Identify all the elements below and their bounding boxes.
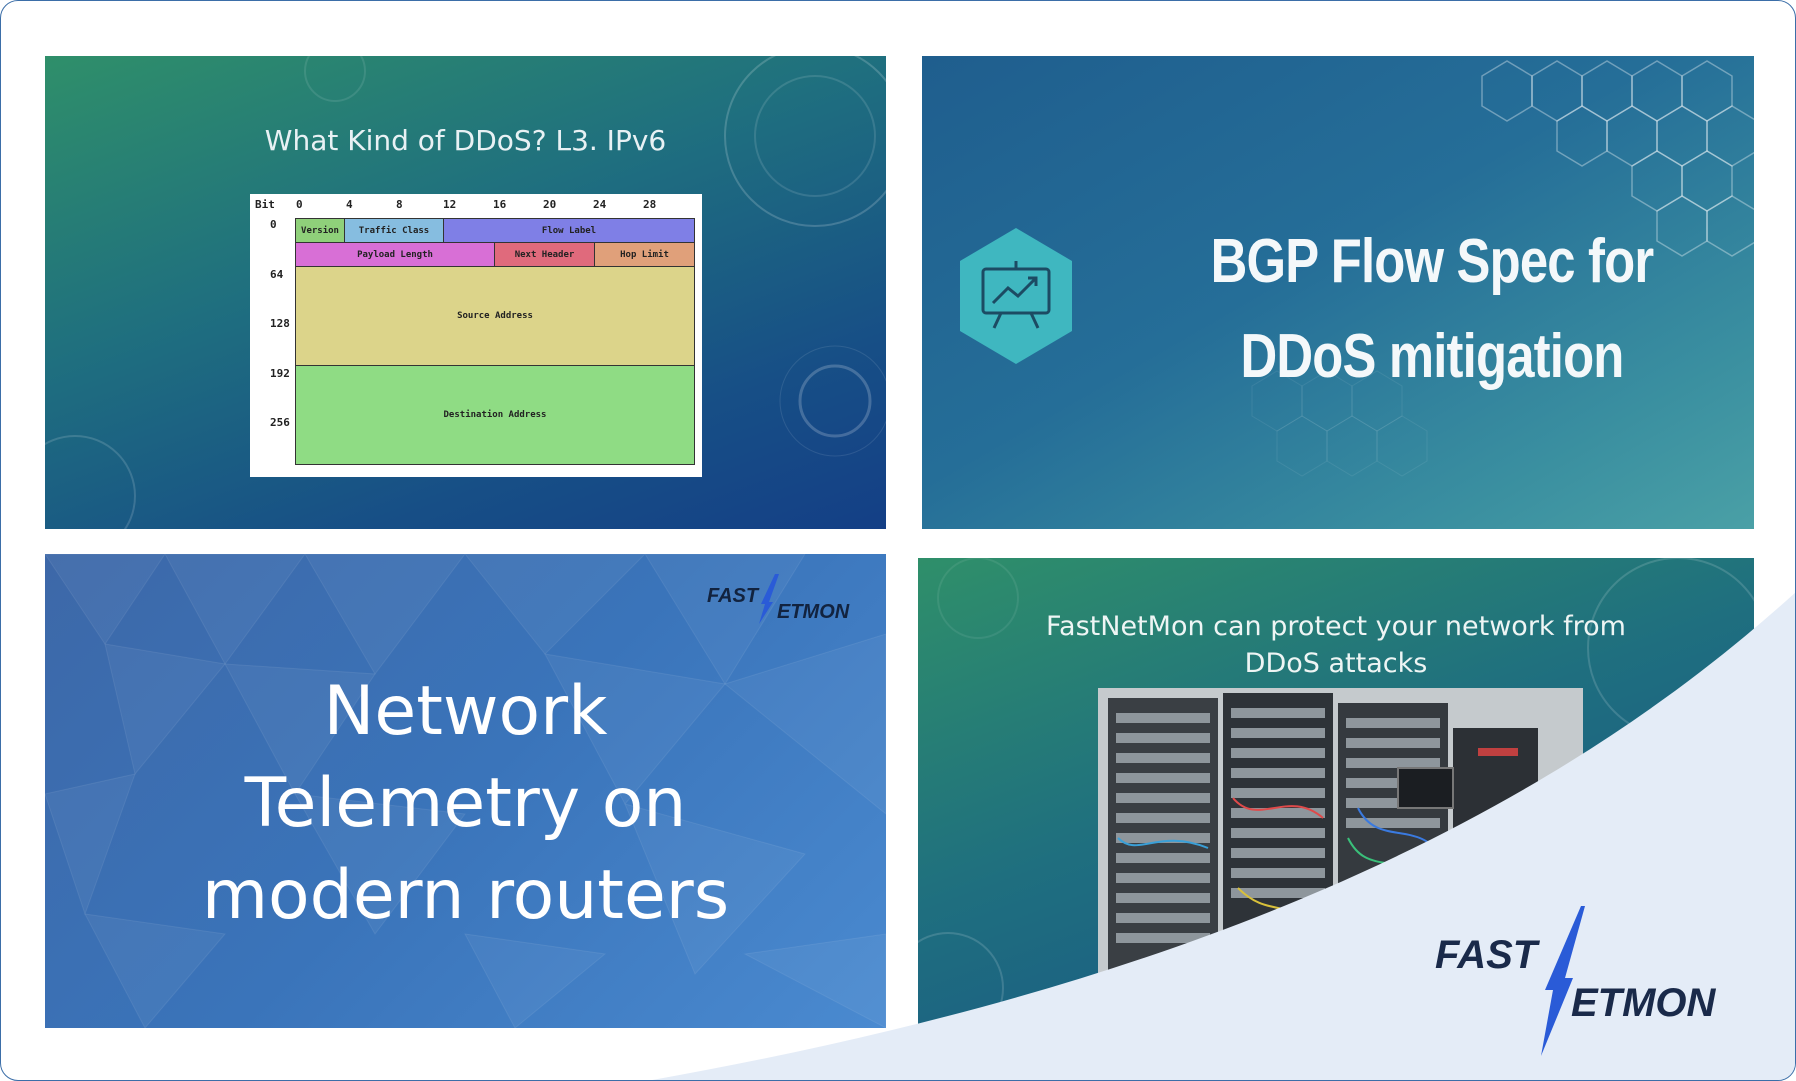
fastnetmon-logo: FAST ETMON: [707, 574, 850, 624]
title-line: FastNetMon can protect your network from: [1046, 611, 1626, 642]
title-line: modern routers: [201, 856, 730, 935]
bit-column-label: 16: [493, 198, 507, 211]
lightning-bolt-icon: [759, 574, 779, 624]
bit-column-label: 4: [346, 198, 353, 211]
bit-column-label: 12: [443, 198, 457, 211]
bit-column-label: 8: [396, 198, 403, 211]
title-line: Telemetry on: [244, 764, 687, 843]
logo-text: FAST: [707, 585, 760, 607]
slide-decoration: [45, 56, 886, 529]
row-offset-label: 128: [270, 317, 290, 330]
ipv6-header-diagram: Bit 0 4 8 12 16 20 24 28 0 64 128 192 25…: [250, 194, 702, 477]
slide-title: Network Telemetry on modern routers: [45, 666, 886, 942]
logo-text: ETMON: [777, 601, 850, 623]
bit-column-label: 28: [643, 198, 657, 211]
polygon-pattern: [45, 554, 886, 1028]
ipv6-slide: What Kind of DDoS? L3. IPv6 Bit 0 4 8 12…: [45, 56, 886, 529]
fastnetmon-brand-logo: FAST ETMON: [1435, 906, 1717, 1056]
slide-title: BGP Flow Spec for DDoS mitigation: [1202, 214, 1661, 404]
title-line: BGP Flow Spec for: [1210, 227, 1655, 296]
logo-text: FAST: [1435, 933, 1541, 977]
logo-text: ETMON: [1571, 981, 1717, 1025]
field-traffic-class: Traffic Class: [344, 218, 444, 243]
presentation-chart-icon: [960, 228, 1072, 364]
row-offset-label: 0: [270, 218, 277, 231]
bit-header-label: Bit: [255, 198, 275, 211]
field-destination-address: Destination Address: [295, 365, 695, 465]
row-offset-label: 256: [270, 416, 290, 429]
bit-column-label: 0: [296, 198, 303, 211]
lightning-bolt-icon: [1541, 906, 1585, 1056]
telemetry-slide: FAST ETMON Network Telemetry on modern r…: [45, 554, 886, 1028]
title-line: DDoS mitigation: [1240, 322, 1624, 391]
title-line: Network: [323, 672, 608, 751]
field-flow-label: Flow Label: [443, 218, 695, 243]
title-line: DDoS attacks: [1244, 648, 1428, 679]
row-offset-label: 192: [270, 367, 290, 380]
bit-column-label: 20: [543, 198, 557, 211]
bit-column-label: 24: [593, 198, 607, 211]
bgp-flowspec-slide: BGP Flow Spec for DDoS mitigation: [922, 56, 1754, 529]
slide-title: What Kind of DDoS? L3. IPv6: [264, 124, 667, 157]
slide-title: FastNetMon can protect your network from…: [918, 608, 1754, 682]
row-offset-label: 64: [270, 268, 284, 281]
hexagon-pattern: [1251, 60, 1754, 477]
